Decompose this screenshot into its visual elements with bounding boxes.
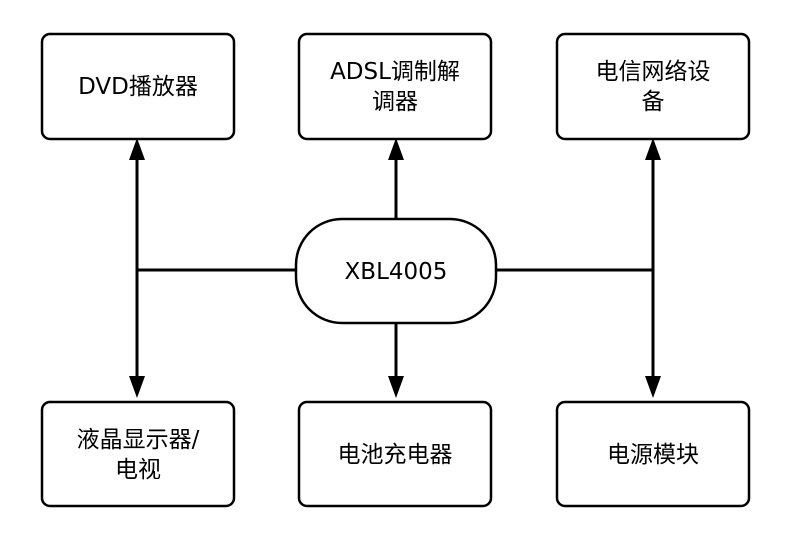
arrowhead-dvd — [129, 138, 145, 160]
node-power: 电源模块 — [555, 400, 751, 508]
node-adsl: ADSL调制解 调器 — [297, 32, 493, 141]
arrowhead-charger — [388, 376, 404, 398]
node-dvd: DVD播放器 — [40, 32, 236, 141]
node-telecom-line-2: 备 — [642, 89, 665, 115]
node-adsl-line-2: 调器 — [372, 89, 418, 115]
arrowhead-lcd — [129, 376, 145, 398]
node-telecom: 电信网络设 备 — [555, 32, 751, 141]
connectors — [129, 138, 661, 398]
arrowhead-power — [645, 376, 661, 398]
node-adsl-line-1: ADSL调制解 — [330, 59, 460, 85]
node-lcd: 液晶显示器/ 电视 — [40, 400, 236, 508]
arrowhead-adsl — [388, 138, 404, 160]
arrowhead-telecom — [645, 138, 661, 160]
node-charger-line-1: 电池充电器 — [338, 442, 453, 468]
node-telecom-line-1: 电信网络设 — [596, 59, 711, 85]
node-dvd-line-1: DVD播放器 — [78, 74, 198, 100]
node-lcd-line-1: 液晶显示器/ — [77, 427, 200, 453]
node-lcd-line-2: 电视 — [115, 457, 161, 483]
hub-node: XBL4005 — [294, 217, 498, 325]
hub-label: XBL4005 — [345, 259, 448, 285]
node-charger: 电池充电器 — [297, 400, 493, 508]
node-power-line-1: 电源模块 — [607, 442, 699, 468]
